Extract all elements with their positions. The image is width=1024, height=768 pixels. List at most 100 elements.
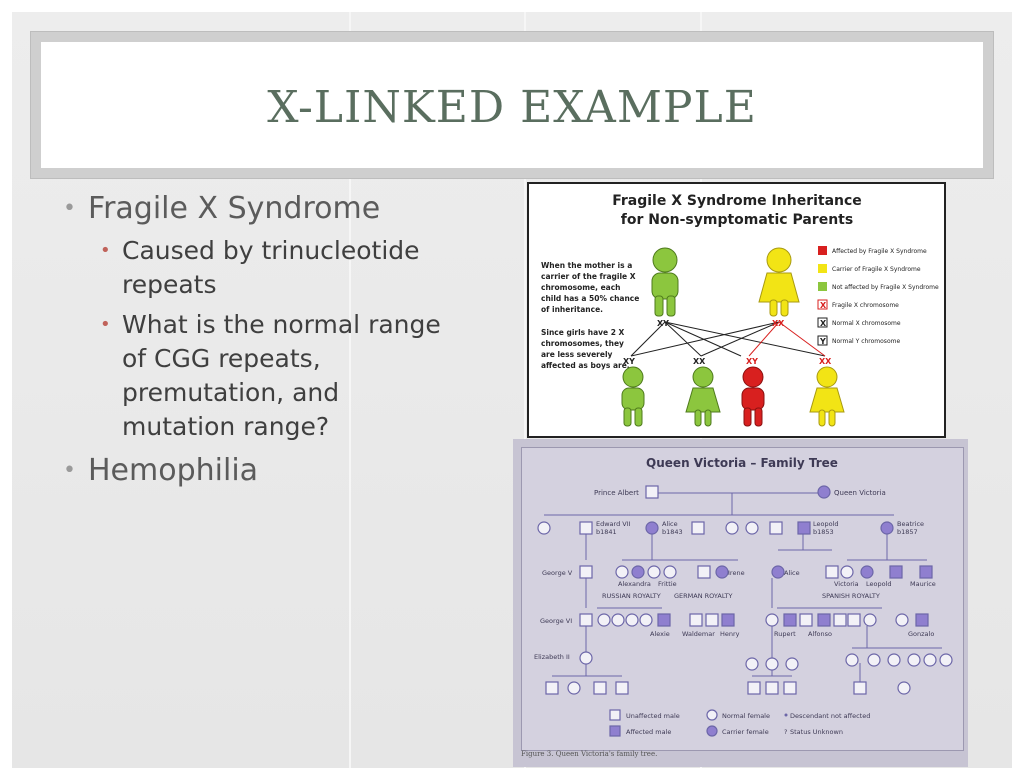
legend-status-unknown: Status Unknown — [790, 728, 843, 736]
bullet-hemophilia: • Hemophilia — [60, 452, 460, 490]
note-line: chromosomes, they — [541, 339, 624, 348]
alexandra-label: Alexandra — [618, 580, 651, 588]
figure-title-line2: for Non-symptomatic Parents — [621, 212, 853, 228]
tree-legend — [609, 709, 718, 737]
leopold-born: b1853 — [813, 528, 834, 536]
legend-swatch-normal-x — [817, 317, 828, 328]
legend-label: Normal X chromosome — [832, 320, 901, 327]
generation-5-6 — [545, 651, 953, 695]
edward-label: Edward VII — [596, 520, 631, 528]
bullet-dot: • — [100, 314, 111, 335]
note-line: affected as boys are. — [541, 361, 630, 370]
founder-female-label: Queen Victoria — [834, 489, 886, 497]
bullet-dot: • — [63, 458, 76, 483]
bullet-list: • Fragile X Syndrome • Caused by trinucl… — [60, 190, 460, 496]
family-tree-title: Queen Victoria – Family Tree — [646, 456, 838, 470]
alexie-label: Alexie — [650, 630, 670, 638]
inheritance-line — [664, 321, 826, 357]
founders — [645, 485, 831, 499]
bullet-text: Hemophilia — [88, 453, 259, 488]
gonzalo-label: Gonzalo — [908, 630, 934, 638]
george-v-label: George V — [542, 569, 573, 577]
legend-symbol: X — [820, 319, 827, 328]
legend-descendant-not-affected: Descendant not affected — [790, 712, 870, 720]
fragile-x-diagram: Fragile X Syndrome Inheritance for Non-s… — [541, 193, 939, 427]
mother-genotype: XX — [772, 319, 785, 328]
rupert-label: Rupert — [774, 630, 796, 638]
family-tree-diagram: Queen Victoria – Family Tree — [534, 456, 953, 737]
descendant-dot-icon — [784, 713, 788, 717]
description-line: of inheritance. — [541, 305, 603, 314]
sub-bullet-question: • What is the normal range of CGG repeat… — [60, 308, 460, 444]
legend-label: Affected by Fragile X Syndrome — [832, 248, 927, 255]
irene-label: Irene — [728, 569, 745, 577]
maurice-label: Maurice — [910, 580, 936, 588]
legend-swatch-affected — [818, 246, 827, 255]
inheritance-line — [630, 321, 666, 357]
male-symbol — [645, 485, 659, 499]
edward-born: b1841 — [596, 528, 617, 536]
note-line: Since girls have 2 X — [541, 328, 625, 337]
legend-label: Fragile X chromosome — [832, 302, 899, 309]
inheritance-line — [700, 321, 780, 357]
alice-gen3-label: Alice — [784, 569, 800, 577]
child-genotype: XY — [623, 357, 635, 366]
bullet-text: What is the normal range of CGG repeats,… — [122, 310, 441, 441]
generation-2 — [537, 521, 894, 535]
legend-label: Carrier of Fragile X Syndrome — [832, 266, 921, 273]
german-royalty-label: GERMAN ROYALTY — [674, 592, 733, 600]
description-line: chromosome, each — [541, 283, 621, 292]
generation-4 — [579, 613, 929, 627]
tree-lines — [544, 492, 942, 688]
founder-male-label: Prince Albert — [594, 489, 639, 497]
child-genotype: XY — [746, 357, 758, 366]
legend-carrier-female: Carrier female — [722, 728, 769, 736]
figure-title-line1: Fragile X Syndrome Inheritance — [612, 193, 862, 209]
background-line — [349, 12, 351, 768]
legend-symbol: Y — [819, 337, 826, 346]
description-line: child has a 50% chance — [541, 294, 639, 303]
child-genotype: XX — [819, 357, 832, 366]
beatrice-label: Beatrice — [897, 520, 924, 528]
spanish-royalty-label: SPANISH ROYALTY — [822, 592, 880, 600]
bullet-text: Fragile X Syndrome — [88, 191, 381, 226]
waldemar-label: Waldemar — [682, 630, 715, 638]
generation-3 — [579, 565, 933, 579]
background-line — [524, 12, 526, 768]
legend-swatch-carrier — [818, 264, 827, 273]
elizabeth-label: Elizabeth II — [534, 653, 570, 661]
leopold-label: Leopold — [813, 520, 839, 528]
child-daughter-unaffected — [685, 366, 721, 427]
slide-title: X-LINKED EXAMPLE — [267, 81, 757, 133]
bullet-fragile-x: • Fragile X Syndrome — [60, 190, 460, 228]
family-tree-panel: Queen Victoria – Family Tree — [521, 447, 964, 751]
child-son-affected — [741, 366, 765, 427]
description-line: When the mother is a — [541, 261, 632, 270]
father-figure — [651, 247, 679, 317]
frittie-label: Frittie — [658, 580, 677, 588]
legend-swatch-unaffected — [818, 282, 827, 291]
child-son-unaffected — [621, 366, 645, 427]
bullet-dot: • — [100, 240, 111, 261]
bullet-dot: • — [63, 196, 76, 221]
leopold-gen3-label: Leopold — [866, 580, 892, 588]
carrier-female-symbol — [817, 485, 831, 499]
title-frame: X-LINKED EXAMPLE — [30, 31, 994, 179]
alfonso-label: Alfonso — [808, 630, 832, 638]
bullet-text: Caused by trinucleotide repeats — [122, 236, 420, 299]
title-box: X-LINKED EXAMPLE — [41, 42, 983, 168]
alice-label: Alice — [662, 520, 678, 528]
mother-figure — [758, 247, 800, 317]
father-genotype: XY — [657, 319, 669, 328]
sub-bullet-cause: • Caused by trinucleotide repeats — [60, 234, 460, 302]
note-line: are less severely — [541, 350, 613, 359]
legend-unknown-mark: ? — [784, 728, 787, 736]
description-line: carrier of the fragile X — [541, 272, 636, 281]
george-vi-label: George VI — [540, 617, 572, 625]
fragile-x-inheritance-figure: Fragile X Syndrome Inheritance for Non-s… — [527, 182, 946, 438]
inheritance-line — [630, 321, 780, 357]
beatrice-born: b1857 — [897, 528, 918, 536]
inheritance-line — [664, 321, 702, 357]
legend-label: Not affected by Fragile X Syndrome — [832, 284, 939, 291]
child-genotype: XX — [693, 357, 706, 366]
